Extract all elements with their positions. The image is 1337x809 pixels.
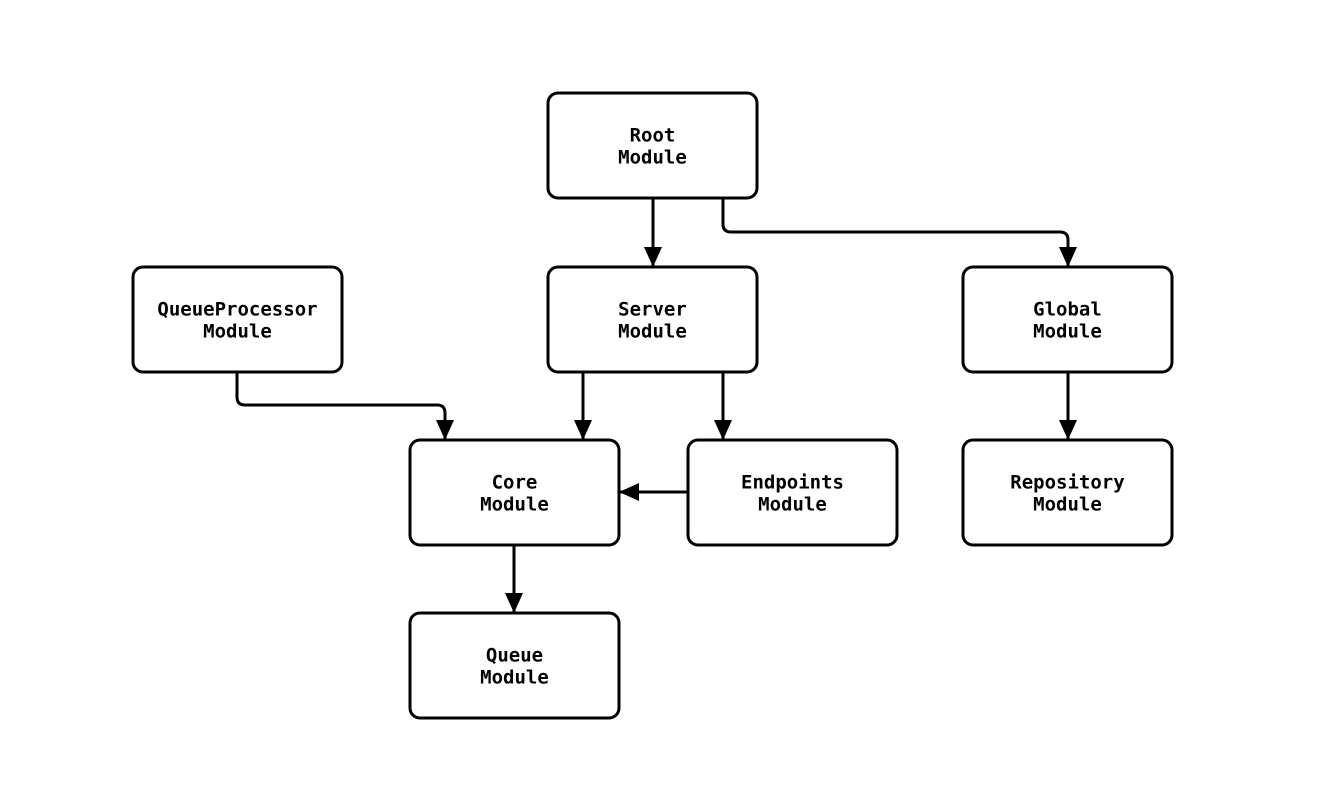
node-repository-module-box — [961, 438, 1174, 547]
node-core-module-box — [408, 438, 621, 547]
node-queueprocessor-module-box — [131, 265, 344, 374]
node-endpoints-module-box — [686, 438, 899, 547]
edge-root-module-to-global-module — [721, 198, 1077, 267]
node-repository-module-label-line-1: Repository — [1010, 472, 1124, 494]
node-global-module-label-line-2: Module — [1033, 321, 1102, 343]
edges-layer — [235, 198, 1077, 613]
node-queue-module-box — [408, 611, 621, 720]
node-endpoints-module-label-line-1: Endpoints — [741, 472, 844, 494]
node-global-module-label-line-1: Global — [1033, 299, 1102, 321]
node-server-module-label-line-1: Server — [618, 299, 687, 321]
node-queueprocessor-module-label-line-2: Module — [203, 321, 272, 343]
node-global-module-box — [961, 265, 1174, 374]
node-repository-module-label-line-2: Module — [1033, 494, 1102, 516]
node-server-module-label-line-2: Module — [618, 321, 687, 343]
node-core-module-label-line-2: Module — [480, 494, 549, 516]
node-server-module-box — [546, 265, 759, 374]
node-queue-module-label-line-1: Queue — [486, 645, 543, 667]
node-queueprocessor-module-label-line-1: QueueProcessor — [157, 299, 317, 321]
node-endpoints-module-label-line-2: Module — [758, 494, 827, 516]
node-queue-module-label-line-2: Module — [480, 667, 549, 689]
node-core-module-label-line-1: Core — [492, 472, 538, 494]
node-root-module-label-line-1: Root — [630, 125, 676, 147]
node-root-module-box — [546, 91, 759, 200]
node-root-module-label-line-2: Module — [618, 147, 687, 169]
edge-queueprocessor-module-to-core-module — [235, 372, 454, 440]
